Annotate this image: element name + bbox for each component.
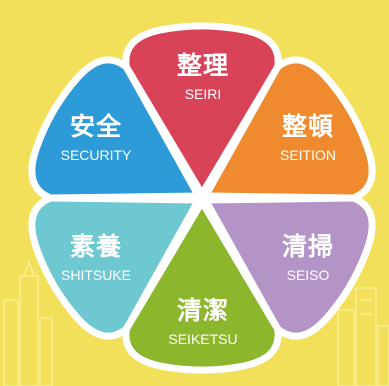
shitsuke-kanji: 素養: [69, 232, 123, 261]
seiso-romaji: SEISO: [286, 267, 330, 283]
seiton-label: 整頓 SEITION: [280, 112, 336, 164]
seiketsu-label: 清潔 SEIKETSU: [168, 296, 237, 348]
seiso-petal: [201, 194, 376, 340]
seiton-romaji: SEITION: [279, 147, 337, 163]
seiketsu-romaji: SEIKETSU: [168, 331, 238, 347]
anzen-romaji: SECURITY: [60, 147, 132, 163]
seiri-romaji: SEIRI: [184, 86, 222, 102]
shitsuke-label: 素養 SHITSUKE: [61, 232, 131, 284]
shitsuke-petal: [28, 194, 203, 340]
seiketsu-petal: [122, 198, 282, 374]
seiton-petal: [201, 56, 376, 202]
anzen-petal: [28, 56, 203, 202]
shitsuke-romaji: SHITSUKE: [60, 267, 132, 283]
seiri-kanji: 整理: [176, 51, 230, 80]
seiri-petal: [122, 22, 282, 198]
anzen-label: 安全 SECURITY: [61, 112, 132, 164]
anzen-kanji: 安全: [69, 112, 123, 141]
seiso-label: 清掃 SEISO: [282, 232, 334, 284]
seiso-kanji: 清掃: [281, 232, 335, 261]
seiketsu-kanji: 清潔: [176, 296, 229, 325]
seiton-kanji: 整頓: [281, 112, 335, 141]
seiri-label: 整理 SEIRI: [177, 51, 229, 103]
